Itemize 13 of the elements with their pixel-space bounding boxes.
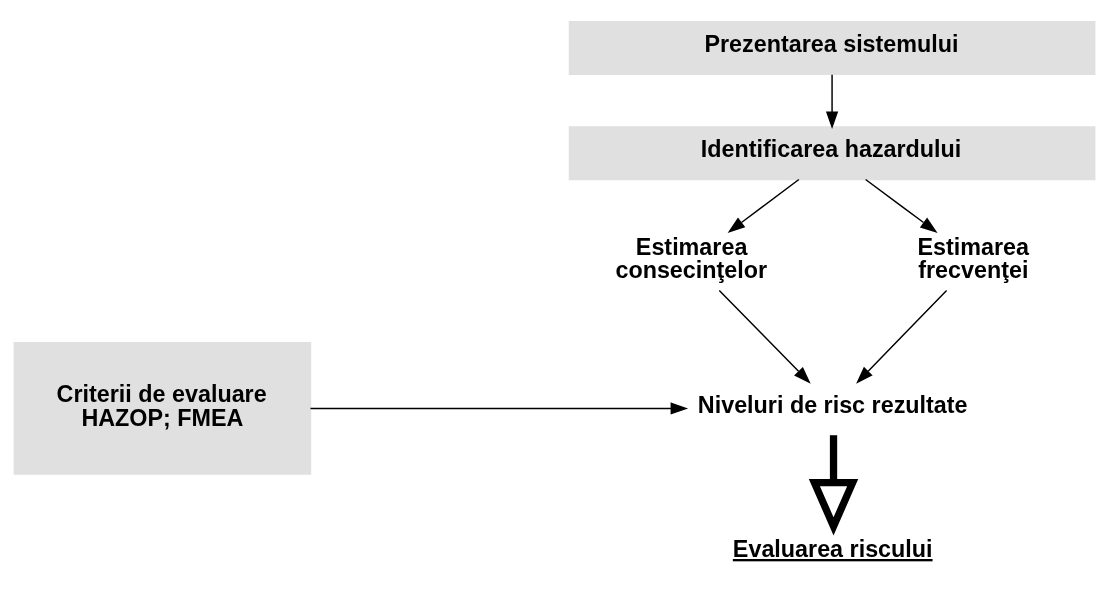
node-box: Prezentarea sistemului — [568, 21, 1096, 76]
node-text: Evaluarea riscului — [732, 535, 933, 562]
arrow — [727, 178, 800, 233]
arrow — [718, 289, 811, 384]
arrow — [309, 402, 689, 415]
node-text: Estimarea frecvenţei — [917, 233, 1029, 284]
arrow — [856, 289, 948, 384]
node-box: Identificarea hazardului — [568, 126, 1096, 181]
arrow — [825, 74, 839, 129]
node-box: Criterii de evaluare HAZOP; FMEA — [13, 342, 312, 475]
node-text: Niveluri de risc rezultate — [697, 391, 968, 418]
arrow — [864, 178, 938, 233]
node-text: Estimarea consecinţelor — [615, 233, 768, 284]
